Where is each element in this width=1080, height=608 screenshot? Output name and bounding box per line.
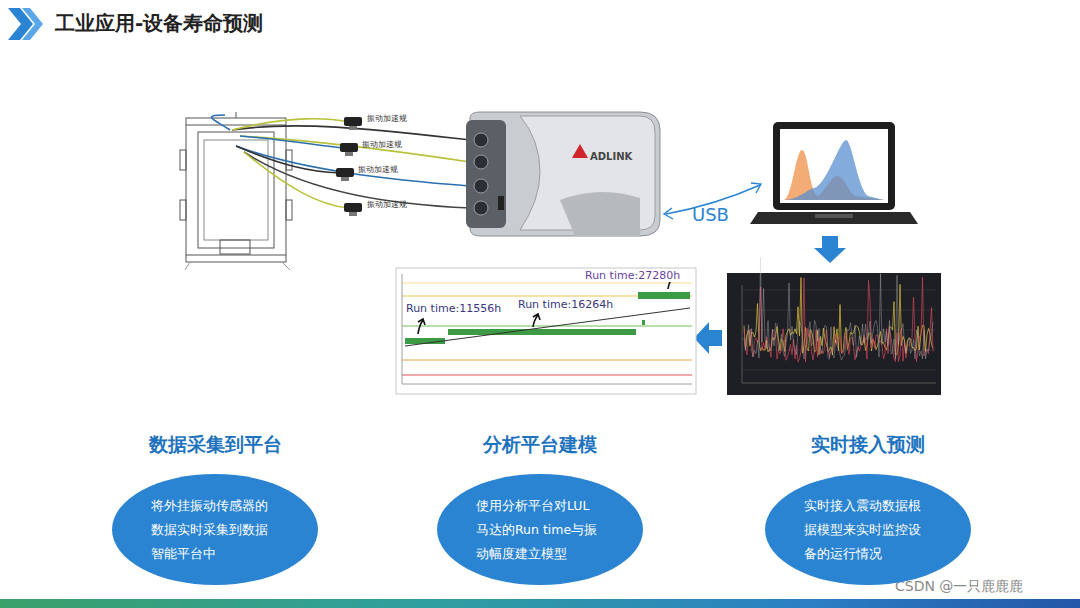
equipment-frame	[180, 112, 292, 270]
ellipse-body: 使用分析平台对LUL 马达的Run time与振 动幅度建立模型	[476, 494, 604, 566]
title-chevron	[8, 8, 43, 40]
sensor-label: 振动加速规	[358, 165, 398, 175]
info-ellipse: 使用分析平台对LUL 马达的Run time与振 动幅度建立模型	[437, 474, 643, 585]
sensor-label: 振动加速规	[362, 140, 402, 150]
ellipse-body: 将外挂振动传感器的 数据实时采集到数据 智能平台中	[151, 494, 279, 566]
sensor-label: 振动加速规	[367, 114, 407, 124]
node-heading: 实时接入预测	[728, 432, 1008, 458]
ellipse-body: 实时接入震动数据根 据模型来实时监控设 备的运行情况	[804, 494, 932, 566]
daq-device	[466, 112, 660, 236]
ellipse-text: 实时接入震动数据根 据模型来实时监控设 备的运行情况	[804, 494, 932, 566]
watermark: CSDN @一只鹿鹿鹿	[895, 578, 1023, 595]
info-ellipse: 将外挂振动传感器的 数据实时采集到数据 智能平台中	[112, 474, 318, 585]
footer-bar	[0, 599, 1080, 608]
brand-logo: ADLINK	[590, 151, 632, 163]
ellipse-text: 使用分析平台对LUL 马达的Run time与振 动幅度建立模型	[476, 494, 604, 566]
laptop	[750, 122, 918, 224]
text-ellipse-group: 分析平台建模使用分析平台对LUL 马达的Run time与振 动幅度建立模型	[400, 428, 680, 593]
info-ellipse: 实时接入震动数据根 据模型来实时监控设 备的运行情况	[765, 474, 971, 585]
page-title: 工业应用-设备寿命预测	[55, 11, 263, 35]
sensor-cables	[212, 115, 470, 208]
usb-label: USB	[692, 204, 729, 226]
runtime-label: Run time:16264h	[517, 298, 614, 311]
text-ellipse-group: 实时接入预测实时接入震动数据根 据模型来实时监控设 备的运行情况	[728, 428, 1008, 593]
flow-arrow	[814, 236, 846, 263]
spectrum-chart	[727, 257, 941, 395]
flow-arrow	[694, 322, 722, 354]
node-heading: 数据采集到平台	[75, 432, 355, 458]
runtime-label: Run time:11556h	[405, 302, 502, 315]
trend-chart	[396, 268, 696, 394]
sensor-label: 振动加速规	[367, 200, 407, 210]
ellipse-text: 将外挂振动传感器的 数据实时采集到数据 智能平台中	[151, 494, 279, 566]
runtime-label: Run time:27280h	[584, 269, 681, 282]
node-heading: 分析平台建模	[400, 432, 680, 458]
text-ellipse-group: 数据采集到平台将外挂振动传感器的 数据实时采集到数据 智能平台中	[75, 428, 355, 593]
